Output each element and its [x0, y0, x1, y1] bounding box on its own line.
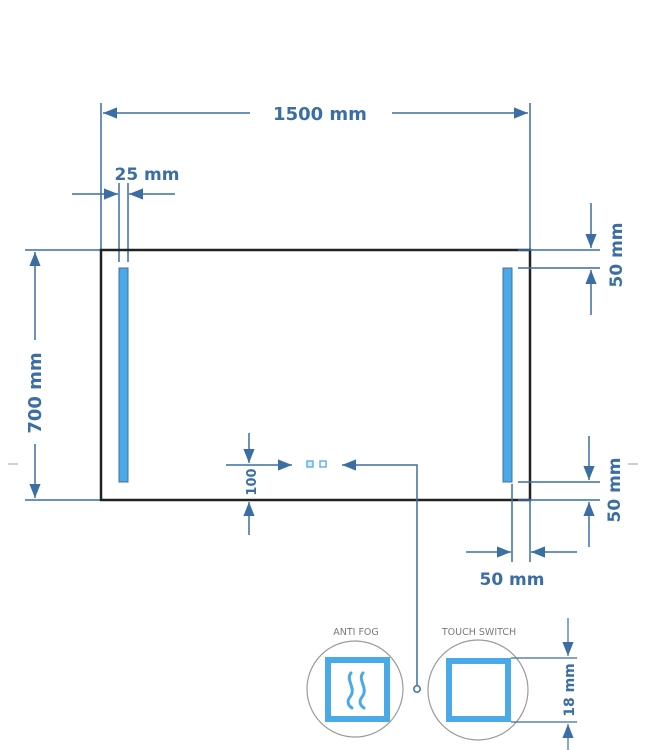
switch-offset-label: 100 — [245, 468, 260, 495]
width-dimension — [100, 103, 531, 250]
top-margin-dimension — [518, 203, 600, 315]
switch-size-label: 18 mm — [562, 663, 578, 717]
leader-line — [342, 459, 421, 693]
anti-fog-circle — [306, 640, 404, 738]
width-label: 1500 mm — [273, 104, 367, 125]
left-margin-label: 25 mm — [114, 165, 179, 185]
switch-size-dimension — [511, 618, 577, 750]
touch-switch-button[interactable] — [446, 658, 511, 722]
mirror-switch-buttons[interactable] — [306, 460, 327, 468]
top-margin-label: 50 mm — [607, 222, 627, 287]
led-strip-left — [118, 267, 129, 483]
bottom-margin-dimension — [518, 436, 600, 547]
touch-switch-label: TOUCH SWITCH — [441, 627, 516, 638]
mirror-touch-switch-button[interactable] — [319, 460, 327, 468]
mirror-anti-fog-button[interactable] — [306, 460, 314, 468]
switch-offset-dimension — [226, 433, 292, 535]
bottom-margin-label: 50 mm — [605, 457, 625, 522]
steam-waves-icon — [346, 671, 366, 710]
touch-switch-circle — [427, 639, 529, 741]
right-margin-dimension — [466, 484, 577, 562]
height-dimension — [25, 249, 101, 501]
height-label: 700 mm — [25, 352, 46, 433]
right-margin-label: 50 mm — [479, 570, 544, 590]
anti-fog-button[interactable] — [325, 657, 390, 722]
mirror-frame — [99, 248, 532, 502]
anti-fog-label: ANTI FOG — [333, 627, 379, 638]
led-strip-right — [502, 267, 513, 483]
